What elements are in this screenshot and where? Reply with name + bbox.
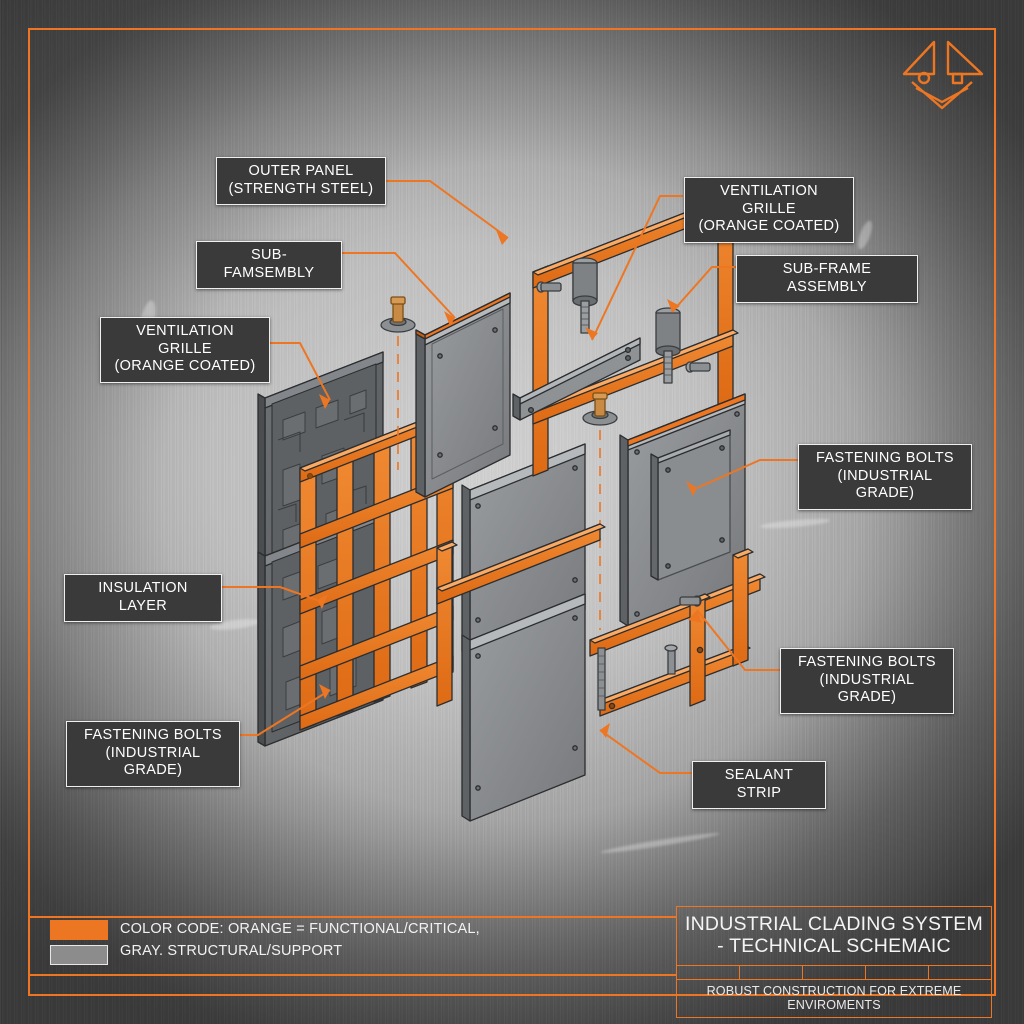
title-block-title: INDUSTRIAL CLADING SYSTEM - TECHNICAL SC… [685,913,983,958]
legend-swatch-gray [50,945,108,965]
title-block-divider-cells [676,964,992,980]
title-block-cell [677,965,740,979]
title-block-subtitle: ROBUST CONSTRUCTION FOR EXTREME ENVIROME… [706,983,962,1012]
legend-swatches [50,918,108,965]
title-block: INDUSTRIAL CLADING SYSTEM - TECHNICAL SC… [676,906,992,1018]
title-block-cell [803,965,866,979]
title-block-main: INDUSTRIAL CLADING SYSTEM - TECHNICAL SC… [676,906,992,965]
callout-outer-panel[interactable]: OUTER PANEL (STRENGTH STEEL) [216,157,386,206]
callout-sub-frame-assembly[interactable]: SUB-FRAME ASSEMBLY [736,255,918,304]
callout-fastening-bolts-right-top[interactable]: FASTENING BOLTS (INDUSTRIAL GRADE) [798,444,972,511]
brand-logo-icon [902,40,984,110]
legend-text: COLOR CODE: ORANGE = FUNCTIONAL/CRITICAL… [120,918,480,963]
legend-line-1: COLOR CODE: ORANGE = FUNCTIONAL/CRITICAL… [120,921,480,937]
callout-fastening-bolts-right-bottom[interactable]: FASTENING BOLTS (INDUSTRIAL GRADE) [780,648,954,715]
callout-ventilation-grille-left[interactable]: VENTILATION GRILLE (ORANGE COATED) [100,317,270,384]
title-block-subtitle-row: ROBUST CONSTRUCTION FOR EXTREME ENVIROME… [676,979,992,1018]
title-block-cell [929,966,991,979]
callout-sealant-strip[interactable]: SEALANT STRIP [692,761,826,810]
title-block-cell [866,965,929,979]
callout-fastening-bolts-left[interactable]: FASTENING BOLTS (INDUSTRIAL GRADE) [66,721,240,788]
legend-bottom-rule [28,974,676,976]
legend-line-2: GRAY. STRUCTURAL/SUPPORT [120,943,343,960]
legend-top-rule [28,916,676,918]
callout-insulation-layer[interactable]: INSULATION LAYER [64,574,222,623]
callout-sub-famsembly[interactable]: SUB-FAMSEMBLY [196,241,342,290]
legend-swatch-orange [50,920,108,940]
legend: COLOR CODE: ORANGE = FUNCTIONAL/CRITICAL… [50,918,480,965]
title-block-cell [740,965,803,979]
callout-ventilation-grille-right[interactable]: VENTILATION GRILLE (ORANGE COATED) [684,177,854,244]
